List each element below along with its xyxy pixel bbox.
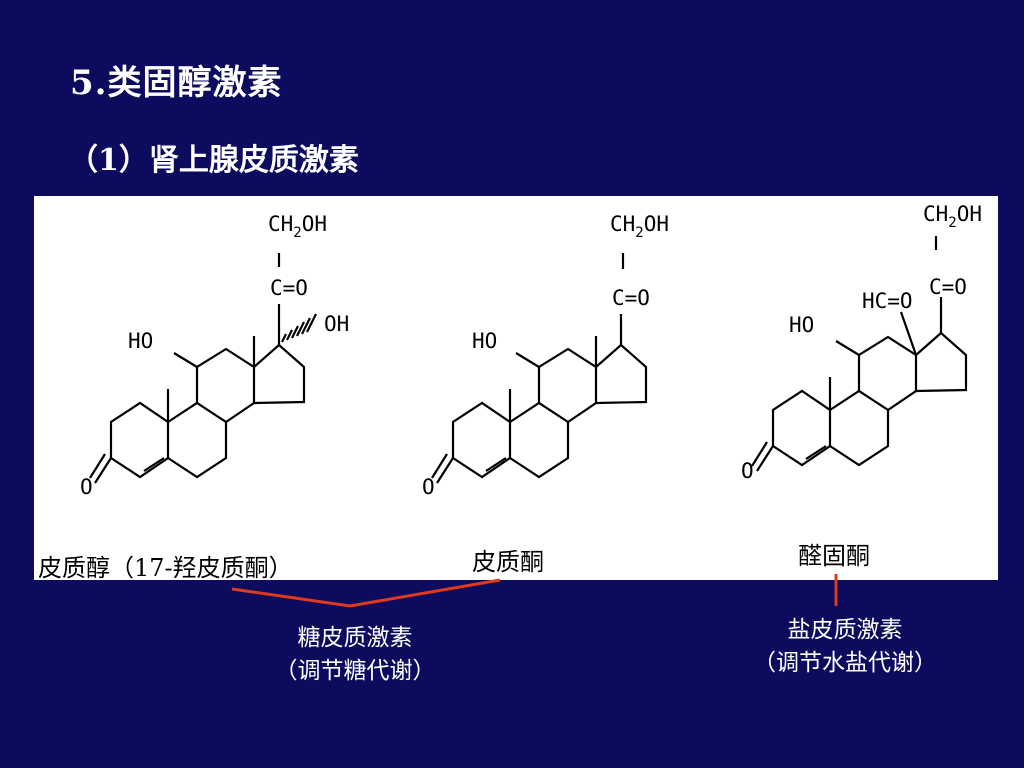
ketone-label: O [422,475,435,499]
hydroxyl-label: HO [128,329,153,353]
ketone-label: O [741,459,754,483]
compound-name-aldosterone: 醛固酮 [798,542,870,570]
ch2oh-label: CH2OH [923,202,982,231]
carbonyl-label: C=O [270,276,308,300]
mineralocorticoid-group: 盐皮质激素 （调节水盐代谢） [730,614,960,680]
aldosterone-bonds [751,236,968,472]
hydroxyl-label: HO [472,329,497,353]
ch2oh-label: CH2OH [268,212,327,241]
group-role: （调节糖代谢） [274,658,436,684]
group-name: 盐皮质激素 [787,617,903,643]
aldehyde-label: HC=O [862,289,913,313]
compound-name-cortisol: 皮质醇（17-羟皮质酮） [38,554,293,582]
ch2oh-label: CH2OH [610,212,669,241]
glucocorticoid-group: 糖皮质激素 （调节糖代谢） [270,622,440,688]
group-role: （调节水盐代谢） [753,650,937,676]
section-subtitle: （1）肾上腺皮质激素 [68,143,359,178]
group-name: 糖皮质激素 [297,625,413,651]
glucocorticoid-bracket [231,578,501,608]
slide-title: 5.类固醇激素 [70,63,283,103]
structures-svg: CH2OH C=O OH HO O CH2OH C=O HO O CH2OH C… [80,202,982,499]
hydroxyl-label: OH [324,312,349,336]
ketone-label: O [80,475,93,499]
carbonyl-label: C=O [929,275,967,299]
corticosterone-bonds [431,253,648,484]
compound-name-corticosterone: 皮质酮 [472,548,544,576]
cortisol-bonds [89,253,317,484]
hydroxyl-label: HO [789,313,814,337]
carbonyl-label: C=O [612,286,650,310]
structures-panel: CH2OH C=O OH HO O CH2OH C=O HO O CH2OH C… [34,196,998,582]
